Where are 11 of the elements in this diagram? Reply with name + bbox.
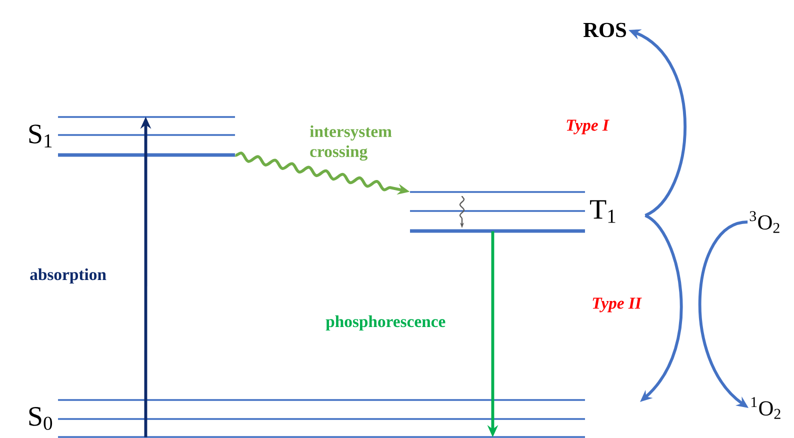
species-label: ROS [583,22,626,38]
energy-level: S$_{0}$ [29,399,585,438]
edge-label: phosphorescence [326,315,446,331]
edge-label: absorption [30,268,106,284]
edge-label: intersystem crossing [310,125,392,161]
edge-label: Type II [592,298,642,312]
edge-label: Type I [566,120,610,134]
energy-level: S$_{1}$ [29,116,235,157]
species-label: $^{1}$O$_{2}$ [751,397,780,419]
species-label: $^{3}$O$_{2}$ [750,211,780,233]
energy-level: T$_{1}$ [410,191,616,233]
